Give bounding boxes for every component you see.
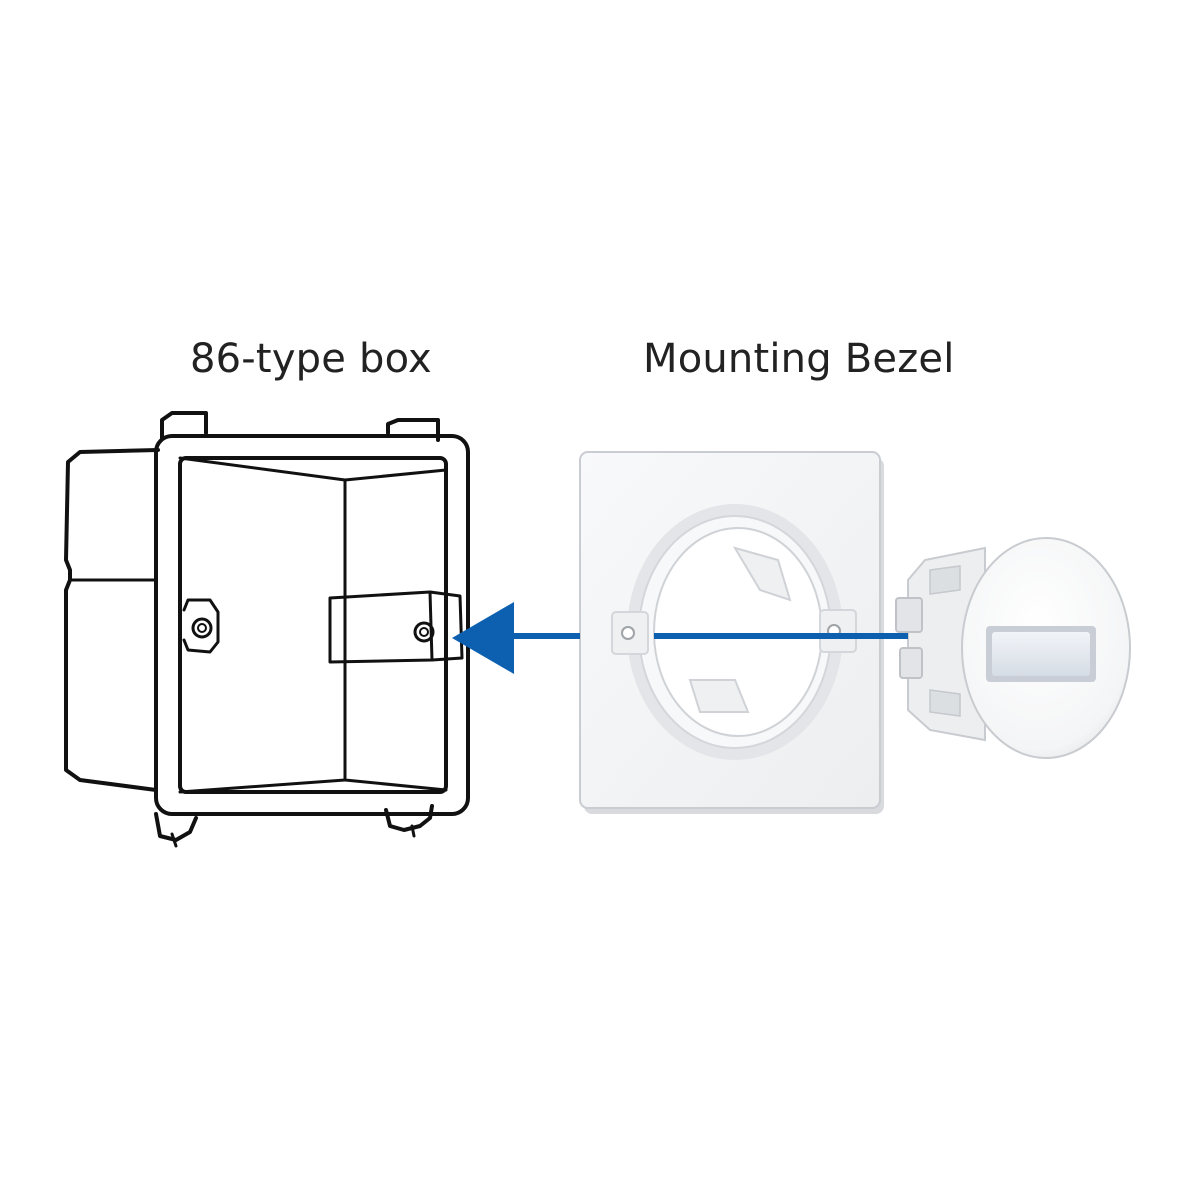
bezel-label: Mounting Bezel <box>643 336 955 382</box>
step-light-device-icon <box>895 537 1131 759</box>
junction-box-icon <box>64 411 470 848</box>
box-label: 86-type box <box>190 336 432 382</box>
arrow-left-icon <box>452 602 908 674</box>
